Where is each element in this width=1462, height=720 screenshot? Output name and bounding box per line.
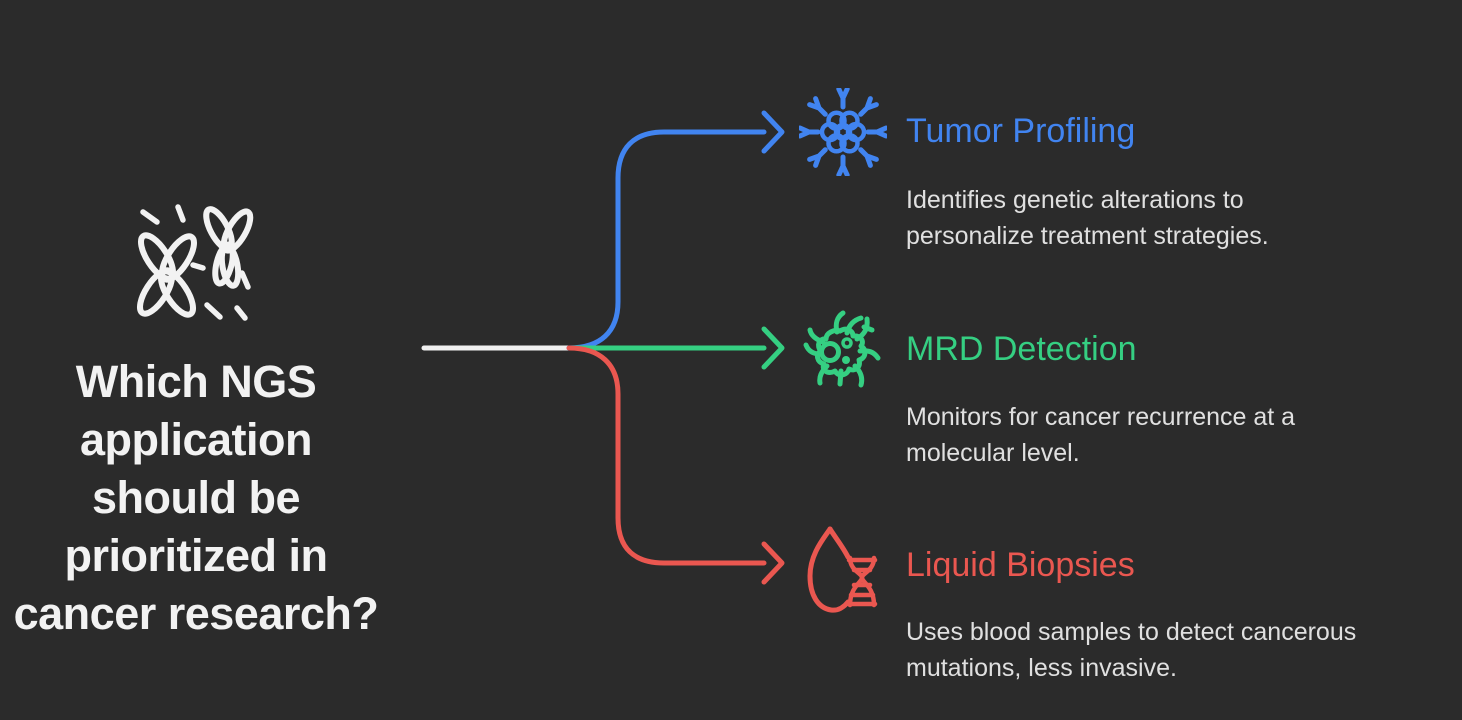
- question-line: Which NGS: [75, 356, 317, 407]
- branch-desc-tumor-profiling: Identifies genetic alterations to person…: [906, 182, 1269, 254]
- branch-title-mrd-detection: MRD Detection: [906, 330, 1137, 368]
- branch-line-tumor-profiling: [566, 110, 785, 351]
- branch-title-tumor-profiling: Tumor Profiling: [906, 112, 1136, 150]
- question-line: cancer research?: [13, 588, 379, 639]
- desc-line: Identifies genetic alterations to: [906, 186, 1244, 214]
- cancer-cell-icon: [799, 88, 887, 176]
- desc-line: personalize treatment strategies.: [906, 222, 1269, 250]
- question-line: should be: [92, 472, 301, 523]
- desc-line: mutations, less invasive.: [906, 654, 1177, 682]
- arrowhead-icon: [761, 326, 785, 370]
- blood-drop-dna-icon: [807, 526, 878, 613]
- arrowhead-icon: [761, 110, 785, 154]
- branch-title-liquid-biopsies: Liquid Biopsies: [906, 546, 1135, 584]
- desc-line: molecular level.: [906, 439, 1080, 467]
- question-line: prioritized in: [64, 530, 329, 581]
- question-line: application: [79, 414, 313, 465]
- branch-desc-liquid-biopsies: Uses blood samples to detect cancerous m…: [906, 614, 1356, 686]
- virus-cell-icon: [803, 310, 881, 388]
- desc-line: Monitors for cancer recurrence at a: [906, 403, 1296, 431]
- branch-line-liquid-biopsies: [566, 345, 785, 585]
- desc-line: Uses blood samples to detect cancerous: [906, 618, 1357, 646]
- arrowhead-icon: [761, 541, 785, 585]
- question-text: Which NGS application should be prioriti…: [0, 353, 392, 643]
- branch-line-mrd-detection: [569, 326, 785, 370]
- branch-desc-mrd-detection: Monitors for cancer recurrence at a mole…: [906, 399, 1295, 471]
- chromosomes-icon: [137, 204, 254, 321]
